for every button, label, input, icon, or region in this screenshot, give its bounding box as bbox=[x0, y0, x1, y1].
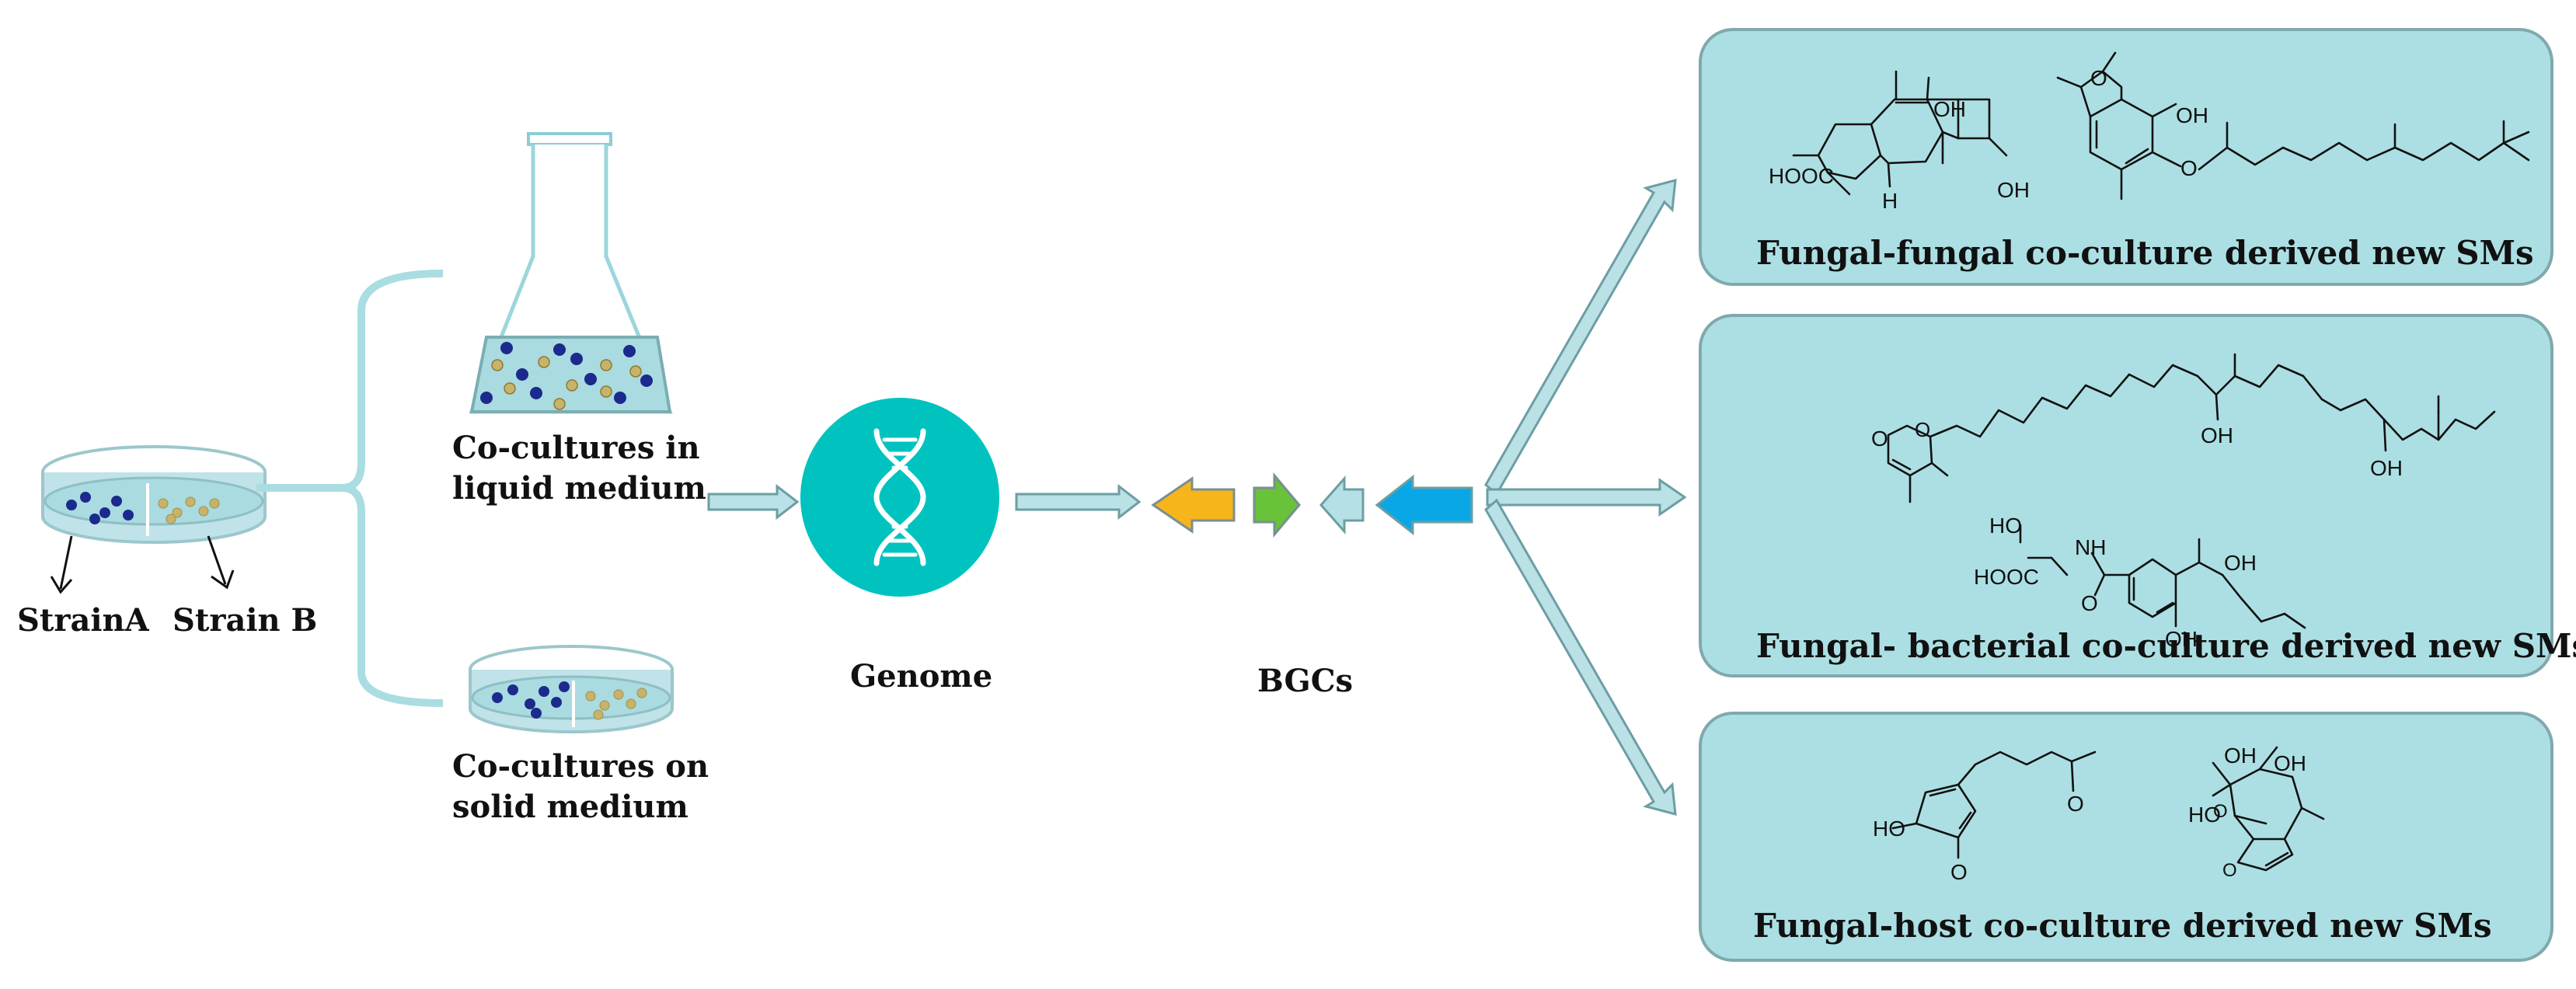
chem-nh-label: NH bbox=[2075, 535, 2106, 559]
bgc-gene-arrows bbox=[1151, 472, 1473, 538]
panel-fungal-host: HO O O OH OH HO O O Fungal-host co-cultu… bbox=[1699, 712, 2553, 962]
chemical-structure-2 bbox=[2056, 51, 2530, 200]
panel-title-fungal-fungal: Fungal-fungal co-culture derived new SMs bbox=[1756, 234, 2534, 272]
panel-fungal-bacterial: O O OH OH HO NH HOOC O OH OH Fungal- bac… bbox=[1699, 314, 2576, 677]
genome-label: Genome bbox=[850, 658, 992, 695]
chem-o-label: O bbox=[1950, 860, 1968, 884]
chem-ho-label: HO bbox=[1873, 817, 1905, 841]
chem-o-label: O bbox=[2067, 792, 2084, 816]
dna-helix-icon bbox=[800, 398, 999, 597]
chem-oh-label: OH bbox=[2201, 423, 2233, 447]
chem-h-label: H bbox=[1882, 189, 1898, 213]
chem-oh-label: OH bbox=[1933, 97, 1966, 121]
chem-oh-label: OH bbox=[2176, 103, 2208, 127]
liquid-label-line2: liquid medium bbox=[452, 470, 706, 507]
chem-o-label: O bbox=[2090, 66, 2107, 90]
chemical-structure-4 bbox=[1891, 750, 2097, 859]
bgcs-label: BGCs bbox=[1257, 663, 1353, 699]
chemical-structure-1 bbox=[1792, 70, 2008, 196]
arrow-to-bgcs bbox=[1015, 483, 1142, 521]
chem-oh-label: OH bbox=[2224, 743, 2257, 768]
chem-hooc-label: HOOC bbox=[1974, 565, 2039, 589]
solid-label-line2: solid medium bbox=[452, 789, 688, 825]
petri-dish-icon bbox=[469, 645, 674, 733]
chemical-structure-3 bbox=[1887, 353, 2496, 629]
panel-fungal-fungal: HOOC OH OH H O OH O Fungal-fungal co-cul… bbox=[1699, 28, 2553, 286]
chem-o-label: O bbox=[2222, 860, 2237, 881]
strain-a-label: StrainA bbox=[17, 602, 150, 639]
petri-dish-icon bbox=[41, 445, 267, 594]
chem-oh-label: OH bbox=[2165, 627, 2198, 651]
chem-oh-label: OH bbox=[2370, 456, 2403, 480]
chem-o-label: O bbox=[2180, 156, 2198, 180]
liquid-label-line1: Co-cultures in bbox=[452, 430, 700, 466]
strain-b-label: Strain B bbox=[173, 602, 317, 639]
arrow-to-genome bbox=[707, 483, 800, 521]
chem-o-label: O bbox=[2081, 591, 2098, 615]
chem-ho-label: HO bbox=[1989, 514, 2022, 538]
solid-label-line1: Co-cultures on bbox=[452, 748, 709, 785]
chem-o-label: O bbox=[1915, 418, 1930, 441]
chemical-structure-5 bbox=[2212, 746, 2325, 872]
chem-o-label: O bbox=[2213, 801, 2228, 822]
fan-out-arrows bbox=[1484, 178, 1687, 817]
panel-title-fungal-host: Fungal-host co-culture derived new SMs bbox=[1753, 907, 2492, 945]
chem-oh-label: OH bbox=[2274, 751, 2306, 775]
panel-title-fungal-bacterial: Fungal- bacterial co-culture derived new… bbox=[1756, 627, 2576, 665]
chem-oh-label: OH bbox=[1997, 178, 2030, 202]
chem-oh-label: OH bbox=[2224, 551, 2257, 575]
branch-brace bbox=[256, 270, 444, 707]
chem-o-label: O bbox=[1871, 427, 1888, 451]
erlenmeyer-flask-icon bbox=[469, 132, 673, 414]
chem-ho-label: HO bbox=[2188, 803, 2221, 827]
chem-hooc-label: HOOC bbox=[1769, 164, 1834, 188]
